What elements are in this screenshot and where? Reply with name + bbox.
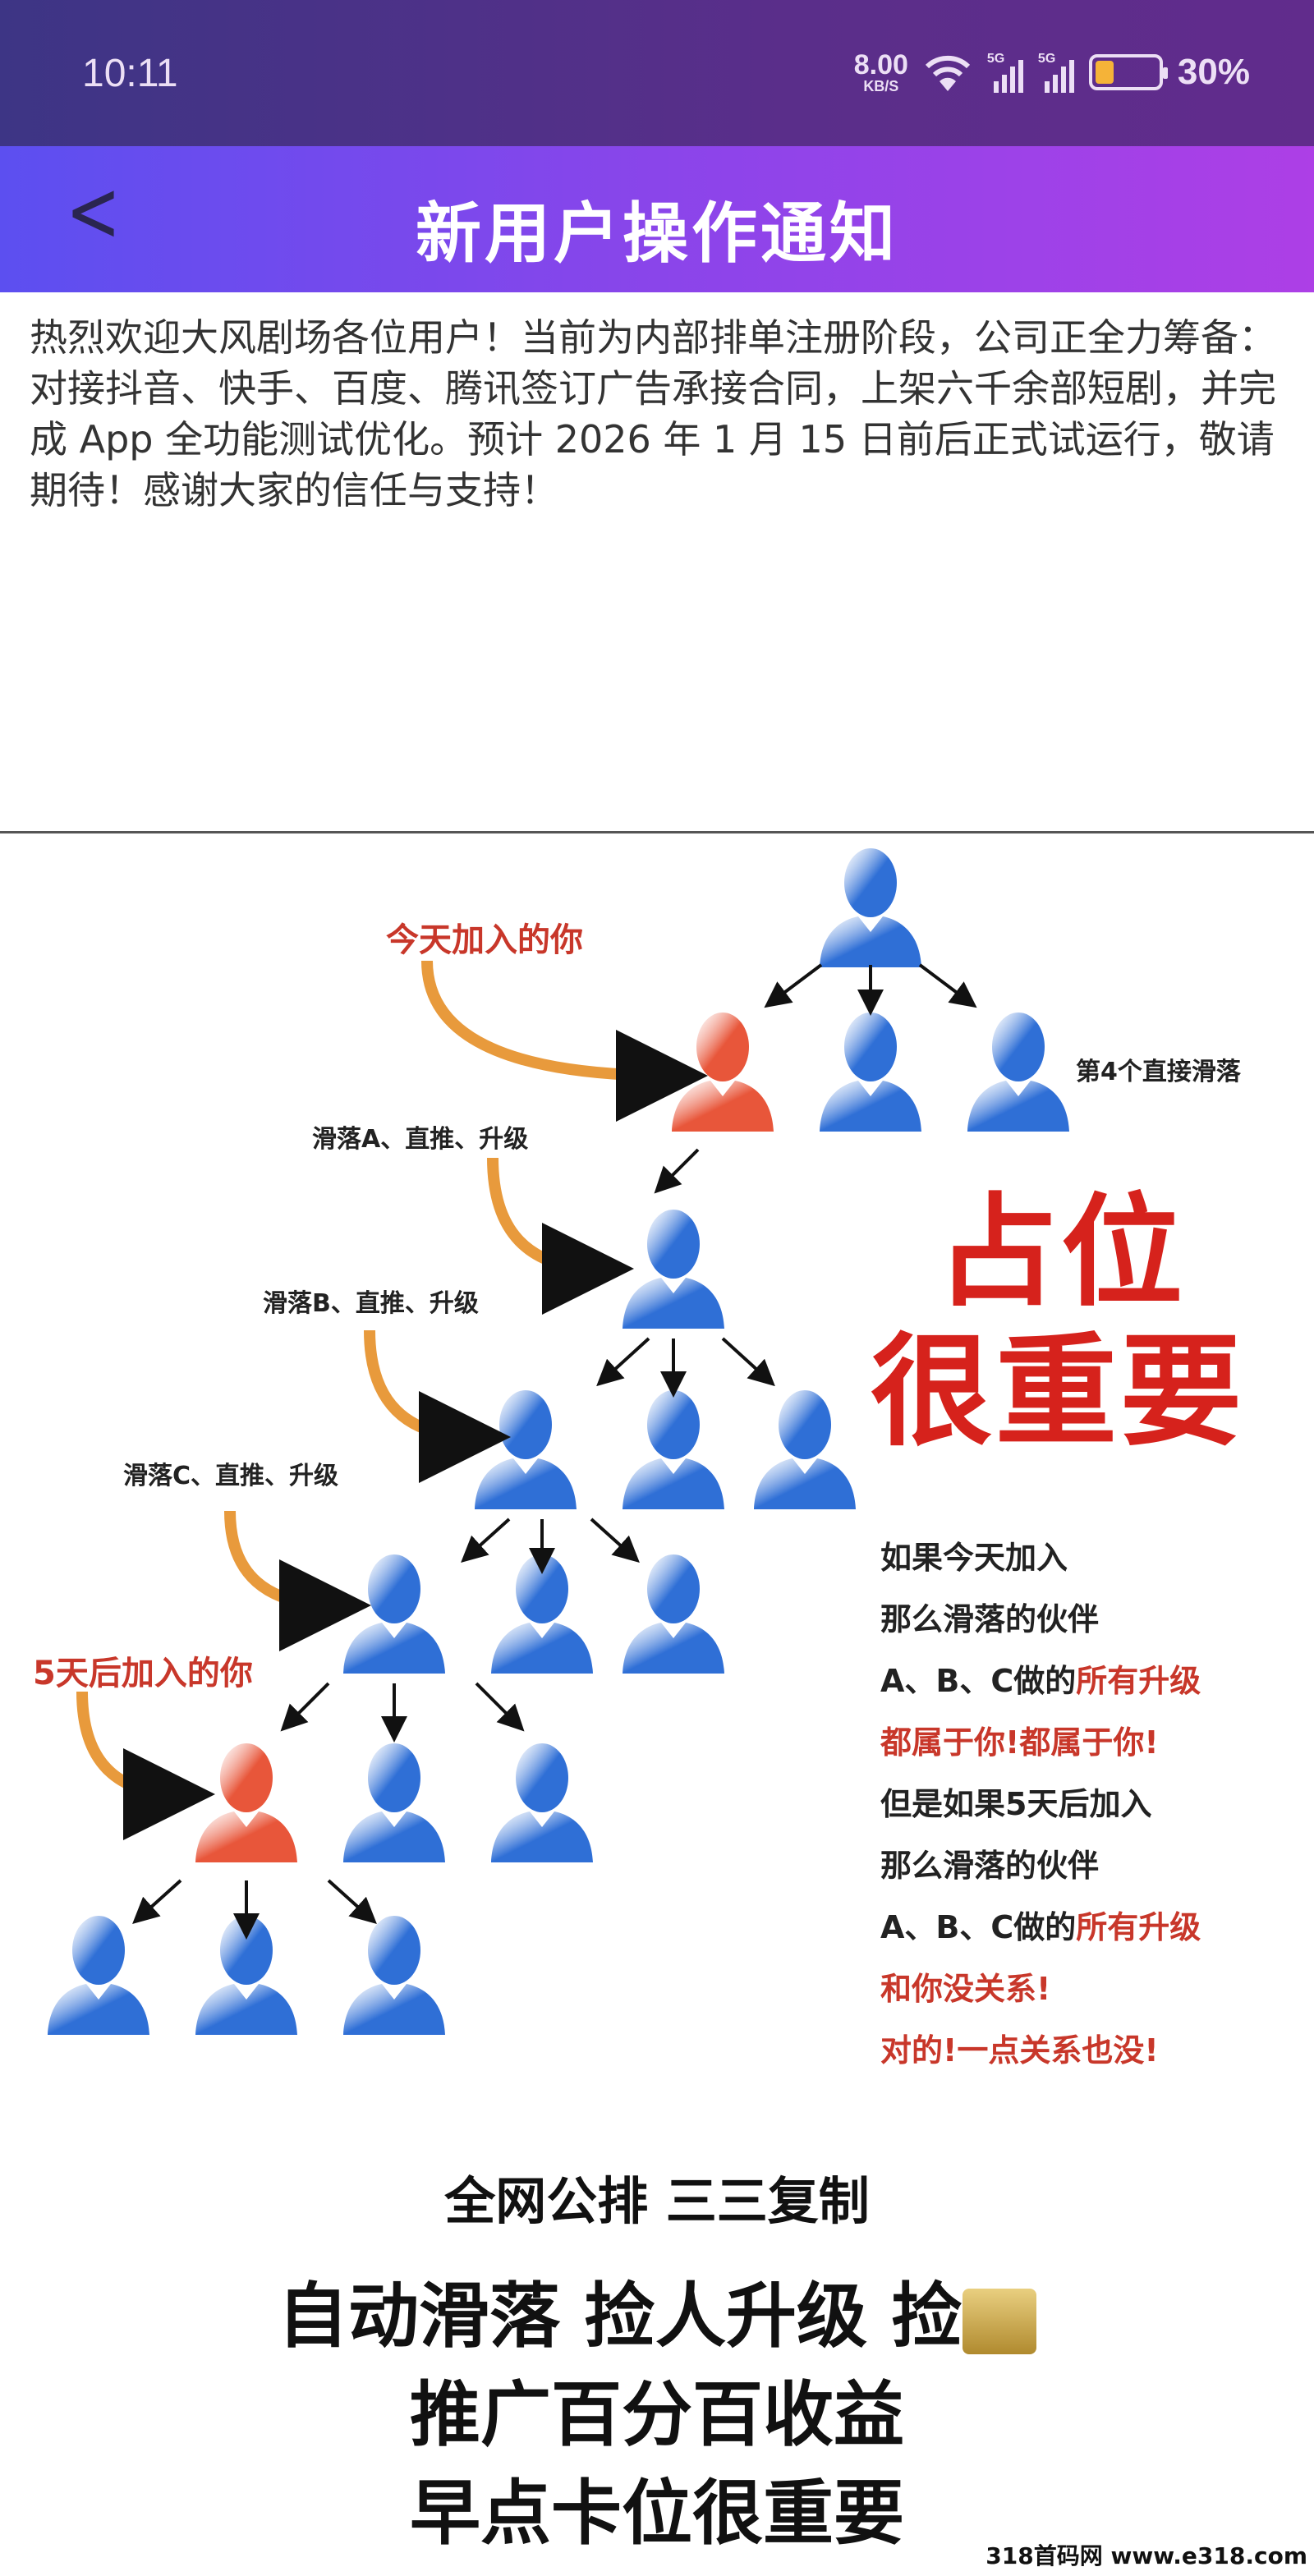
person-icon (337, 1905, 452, 2036)
battery-percent: 30% (1177, 52, 1250, 92)
person-icon (189, 1905, 304, 2036)
signal-icon-sim2: 5G (1038, 52, 1074, 93)
battery-icon (1088, 54, 1168, 90)
notice-text: 热烈欢迎大风剧场各位用户！当前为内部排单注册阶段，公司正全力筹备：对接抖音、快手… (30, 315, 1276, 512)
label-today: 今天加入的你 (386, 921, 583, 959)
list-line: 但是如果5天后加入 (880, 1786, 1152, 1822)
watermark: 318首码网 www.e318.com (986, 2538, 1307, 2571)
headline-occupy: 占位很重要 (871, 1182, 1245, 1462)
app-header: < 新用户操作通知 (0, 146, 1314, 292)
list-line: 如果今天加入 (880, 1540, 1068, 1576)
person-icon (961, 1002, 1076, 1133)
label-5days: 5天后加入的你 (33, 1655, 253, 1692)
back-button[interactable]: < (66, 168, 121, 255)
page-title: 新用户操作通知 (416, 195, 898, 272)
label-slide-a: 滑落A、直推、升级 (312, 1125, 529, 1154)
list-line: 对的!一点关系也没! (880, 2032, 1159, 2069)
person-icon (616, 1199, 731, 1330)
signal-icon-sim1: 5G (987, 52, 1023, 93)
slogan-1: 全网公排 三三复制 (444, 2171, 870, 2231)
person-icon (41, 1905, 156, 2036)
person-icon (616, 1544, 731, 1675)
person-icon-you (189, 1733, 304, 1864)
slogan-3: 推广百分百收益 (410, 2374, 904, 2456)
promo-poster (0, 833, 1314, 2576)
list-line: 那么滑落的伙伴 (880, 1601, 1100, 1637)
wifi-icon (925, 55, 971, 91)
person-icon (485, 1544, 600, 1675)
list-line: A、B、C做的所有升级 (880, 1909, 1201, 1945)
person-icon (747, 1380, 862, 1511)
label-fourth: 第4个直接滑落 (1076, 1058, 1241, 1086)
person-icon (813, 838, 928, 969)
slogan-2: 自动滑落 捡人升级 捡 (0, 2258, 1314, 2361)
person-icon (616, 1380, 731, 1511)
clock: 10:11 (82, 52, 178, 95)
list-line: 都属于你!都属于你! (880, 1724, 1159, 1761)
slogan-4: 早点卡位很重要 (410, 2473, 904, 2555)
divider (0, 831, 1314, 833)
label-slide-c: 滑落C、直推、升级 (123, 1462, 339, 1490)
chevron-left-icon: < (66, 161, 122, 261)
explanation-list: 如果今天加入那么滑落的伙伴 A、B、C做的所有升级都属于你!都属于你! 但是如果5天… (880, 1527, 1201, 2082)
money-icon (962, 2288, 1036, 2354)
person-icon-you (665, 1002, 780, 1133)
list-line: 那么滑落的伙伴 (880, 1848, 1100, 1884)
list-line: A、B、C做的所有升级 (880, 1663, 1201, 1699)
list-line: 和你没关系! (880, 1971, 1051, 2007)
person-icon (485, 1733, 600, 1864)
label-slide-b: 滑落B、直推、升级 (263, 1289, 479, 1318)
person-icon (337, 1733, 452, 1864)
person-icon (468, 1380, 583, 1511)
person-icon (813, 1002, 928, 1133)
person-icon (337, 1544, 452, 1675)
